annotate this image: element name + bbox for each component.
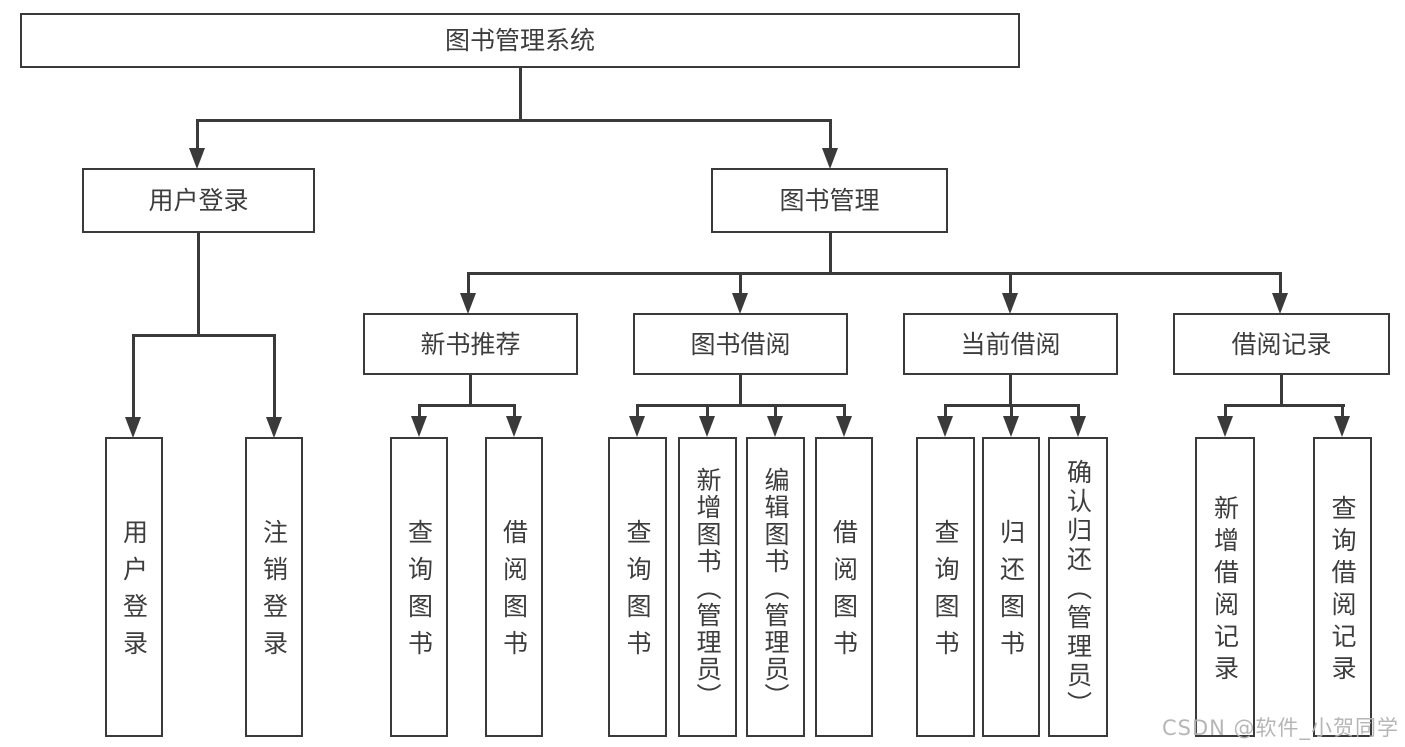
node-query-borrow-record: 查询借阅记录 [1313,437,1372,737]
node-label: 借阅图书 [499,519,529,667]
arrowhead-icon [460,293,476,314]
arrowhead-icon [937,416,953,437]
node-book-management: 图书管理 [711,168,948,233]
node-borrow-books: 借阅图书 [485,437,543,737]
arrowhead-icon [411,416,427,437]
node-confirm-return-admin: 确认归还（管理员） [1048,437,1108,737]
arrowhead-icon [1334,416,1350,437]
node-add-book-admin: 新增图书（管理员） [678,437,737,737]
connector-bookmgmt-stub-2 [739,272,742,295]
connector-userlogin-stub-2 [273,334,276,418]
connector-newbook-stub-1 [418,404,421,418]
connector-newbook-stub-2 [513,404,516,418]
node-query-books: 查询图书 [916,437,975,737]
connector-bookmgmt-stub-4 [1279,272,1282,295]
node-query-books: 查询图书 [390,437,448,737]
node-label: 注销登录 [259,519,289,667]
connector-records-stem [1280,375,1283,407]
node-label: 归还图书 [996,519,1026,667]
node-edit-book-admin: 编辑图书（管理员） [746,437,805,737]
node-label: 当前借阅 [960,329,1061,359]
node-user-login: 用户登录 [105,437,163,737]
node-label: 借阅图书 [829,519,859,667]
node-borrow-records: 借阅记录 [1173,313,1390,375]
connector-bookmgmt-stub-1 [467,272,470,295]
arrowhead-icon [1070,416,1086,437]
arrowhead-icon [629,416,645,437]
arrowhead-icon [822,148,838,169]
connector-current-stub-2 [1010,404,1013,418]
connector-root-stub-right [829,119,832,150]
node-query-books: 查询图书 [608,437,667,737]
connector-bookmgmt-stub-3 [1009,272,1012,295]
arrowhead-icon [125,417,141,438]
node-label: 用户登录 [119,519,149,667]
connector-root-stem [519,68,522,122]
node-label: 查询借阅记录 [1328,494,1357,687]
node-library-system: 图书管理系统 [20,13,1020,68]
node-label: 图书管理系统 [444,26,595,55]
arrowhead-icon [189,148,205,169]
node-logout: 注销登录 [245,437,303,737]
arrowhead-icon [732,293,748,314]
arrowhead-icon [699,416,715,437]
node-label: 查询图书 [404,519,434,667]
connector-bookmgmt-bar [467,272,1282,275]
arrowhead-icon [1003,416,1019,437]
connector-borrow-stub-2 [706,404,709,418]
connector-bookmgmt-stem [829,233,832,275]
connector-records-bar [1224,404,1345,407]
arrowhead-icon [1217,416,1233,437]
node-label: 借阅记录 [1231,329,1332,359]
connector-borrow-stub-3 [774,404,777,418]
node-return-book: 归还图书 [982,437,1040,737]
csdn-watermark: CSDN @软件_小贺同学 [1162,716,1400,740]
connector-borrow-stub-4 [843,404,846,418]
arrowhead-icon [767,416,783,437]
node-label: 图书管理 [779,186,880,215]
node-label: 新增借阅记录 [1210,494,1240,687]
connector-userlogin-stem [197,233,200,337]
node-add-borrow-record: 新增借阅记录 [1195,437,1255,737]
connector-current-stem [1009,375,1012,407]
connector-current-stub-3 [1077,404,1080,418]
connector-borrow-stub-1 [636,404,639,418]
connector-root-bar [196,119,832,122]
connector-newbook-bar [418,404,516,407]
arrowhead-icon [266,417,282,438]
node-label: 编辑图书（管理员） [761,466,790,710]
connector-borrow-stem [739,375,742,407]
connector-root-stub-left [196,119,199,150]
node-label: 确认归还（管理员） [1063,458,1093,720]
node-new-book-recommend: 新书推荐 [363,313,578,375]
node-label: 查询图书 [931,519,960,667]
arrowhead-icon [836,416,852,437]
connector-records-stub-2 [1341,404,1344,418]
connector-newbook-stem [469,375,472,407]
connector-borrow-bar [636,404,846,407]
arrowhead-icon [1272,293,1288,314]
node-book-borrow: 图书借阅 [633,313,848,375]
node-label: 新增图书（管理员） [693,466,722,710]
node-label: 图书借阅 [690,329,791,359]
arrowhead-icon [1002,293,1018,314]
arrowhead-icon [506,416,522,437]
connector-current-stub-1 [944,404,947,418]
node-label: 新书推荐 [420,329,521,359]
connector-userlogin-bar [132,334,276,337]
node-label: 查询图书 [623,519,652,667]
connector-records-stub-1 [1224,404,1227,418]
node-label: 用户登录 [148,186,249,215]
node-user-login-branch: 用户登录 [82,168,315,233]
connector-userlogin-stub-1 [132,334,135,418]
node-current-borrow: 当前借阅 [903,313,1118,375]
node-borrow-books: 借阅图书 [815,437,873,737]
